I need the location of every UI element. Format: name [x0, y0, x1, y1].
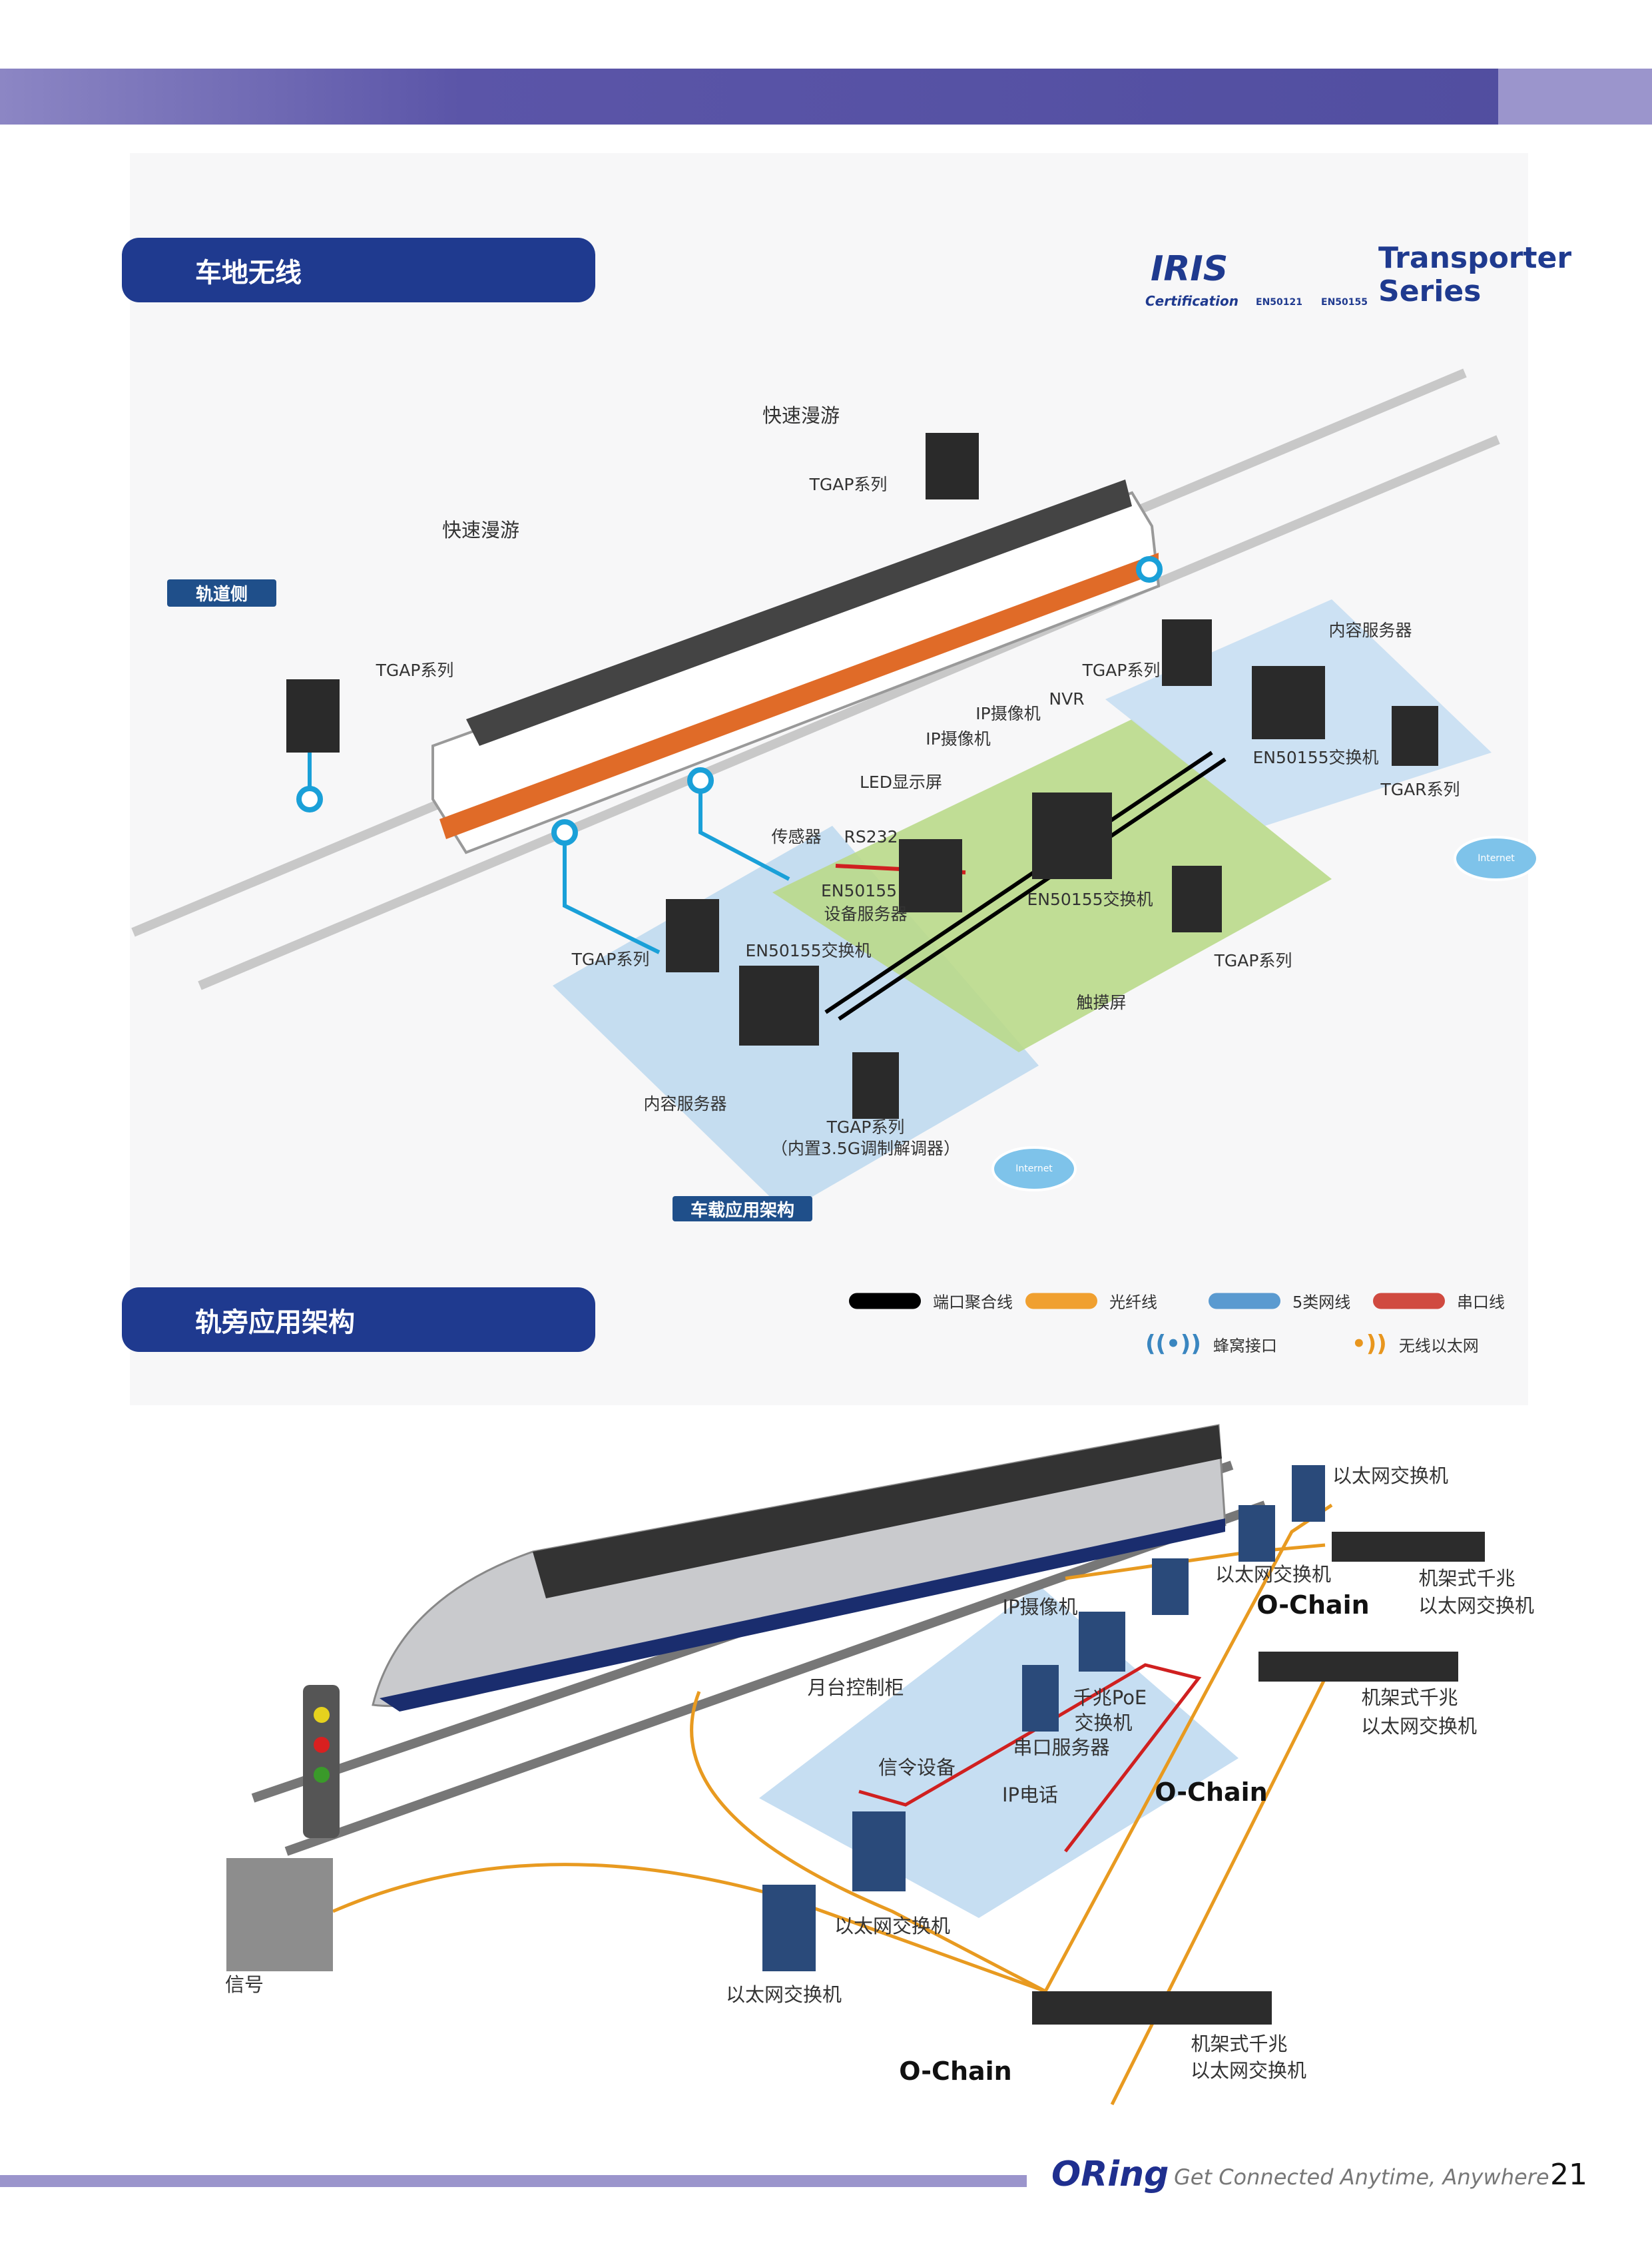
tram: [431, 480, 1161, 854]
label-roaming: 快速漫游: [441, 519, 520, 542]
onboard-badge: 车载应用架构: [673, 1196, 812, 1221]
wifi-icon: •)): [1352, 1331, 1387, 1357]
label-poe-switch: 交换机: [1074, 1712, 1133, 1735]
label-nvr: NVR: [1049, 689, 1085, 709]
legend-swatch: [1025, 1293, 1097, 1309]
label-en50155-switch: EN50155交换机: [1027, 889, 1153, 909]
label-ethernet-switch: 以太网交换机: [834, 1915, 951, 1938]
label-ip-camera: IP摄像机: [926, 729, 991, 749]
label-sensor: 传感器: [771, 826, 822, 846]
label-tgap: TGAP系列: [809, 474, 888, 494]
label-rack-switch: 机架式千兆: [1191, 2033, 1288, 2056]
label-en50155-switch: EN50155交换机: [745, 940, 872, 960]
label-rack-switch: 以太网交换机: [1418, 1594, 1535, 1618]
label-ethernet-switch: 以太网交换机: [1215, 1563, 1332, 1586]
rack-switches: [1032, 1532, 1485, 2025]
ethernet-switches: [762, 1465, 1325, 1971]
header-bar: [0, 69, 1533, 125]
label-tgap: TGAP系列: [1214, 950, 1292, 970]
footer-bar: [0, 2175, 1027, 2187]
footer-tagline: Get Connected Anytime, Anywhere: [1174, 2164, 1549, 2190]
internet-clouds: [991, 836, 1539, 1191]
signal-post: [226, 1685, 340, 1971]
label-touchscreen: 触摸屏: [1076, 992, 1127, 1012]
label-roaming: 快速漫游: [762, 404, 840, 428]
label-rack-switch: 以太网交换机: [1190, 2059, 1307, 2083]
section-title-wireless: 车地无线: [122, 238, 595, 302]
label-o-chain: O-Chain: [1256, 1590, 1370, 1620]
label-ip-phone: IP电话: [1001, 1783, 1059, 1807]
label-content-server: 内容服务器: [643, 1094, 727, 1114]
legend-swatch: [1209, 1293, 1280, 1309]
label-ip-camera: IP摄像机: [1002, 1596, 1078, 1619]
label-device-server: 设备服务器: [824, 904, 908, 924]
label-tgap: TGAP系列: [376, 660, 454, 680]
device-markers: [296, 556, 1163, 846]
legend-trunk: 端口聚合线: [849, 1289, 1013, 1313]
en50121-logo: EN50121: [1256, 297, 1302, 308]
certification-logos: IRIS Certification EN50121 EN50155 Trans…: [1144, 244, 1571, 312]
label-o-chain: O-Chain: [899, 2057, 1012, 2086]
legend-fiber: 光纤线: [1025, 1289, 1157, 1313]
high-speed-train: [372, 1424, 1227, 1712]
legend-swatch: [849, 1293, 921, 1309]
label-led-display: LED显示屏: [860, 772, 942, 792]
label-serial-server: 串口服务器: [1013, 1736, 1110, 1760]
label-ethernet-switch: 以太网交换机: [725, 1983, 842, 2007]
label-rack-switch: 机架式千兆: [1418, 1567, 1515, 1590]
trackside-badge: 轨道侧: [167, 579, 276, 607]
label-content-server: 内容服务器: [1328, 620, 1412, 640]
legend-cat5: 5类网线: [1209, 1289, 1350, 1313]
label-tgar: TGAR系列: [1380, 779, 1460, 799]
label-rack-switch: 机架式千兆: [1361, 1686, 1458, 1710]
label-signal: 信号: [224, 1973, 264, 1997]
en50155-logo: EN50155: [1321, 297, 1368, 308]
label-tgap: TGAP系列: [826, 1117, 905, 1137]
page-number: 21: [1550, 2158, 1587, 2192]
iris-cert: Certification: [1145, 293, 1239, 309]
legend-serial: 串口线: [1373, 1289, 1505, 1313]
internet-cloud-label: Internet: [1015, 1163, 1053, 1174]
label-ethernet-switch: 以太网交换机: [1332, 1464, 1449, 1488]
brand-transporter: Transporter: [1378, 241, 1572, 275]
iris-logo: IRIS: [1151, 249, 1229, 289]
fiber-lines: [332, 1503, 1333, 2106]
switch-devices: [286, 433, 1438, 1119]
label-rack-switch: 以太网交换机: [1360, 1715, 1478, 1738]
label-signal-device: 信令设备: [878, 1756, 956, 1779]
label-en50155-switch: EN50155交换机: [1252, 747, 1379, 767]
label-rs232: RS232: [844, 826, 898, 846]
section-title-trackside: 轨旁应用架构: [122, 1287, 595, 1352]
label-poe-switch: 千兆PoE: [1073, 1686, 1147, 1710]
legend-wifi: •))无线以太网: [1352, 1331, 1479, 1357]
label-tgap: TGAP系列: [571, 949, 650, 969]
legend-cellular: ((•))蜂窝接口: [1145, 1331, 1277, 1357]
cellular-icon: ((•)): [1145, 1331, 1201, 1357]
brand-series: Series: [1378, 274, 1482, 308]
label-device-server: EN50155: [820, 880, 898, 900]
serial-line: [858, 1663, 1202, 1853]
internet-cloud-label: Internet: [1478, 852, 1515, 864]
label-o-chain: O-Chain: [1155, 1777, 1268, 1807]
label-platform-cabinet: 月台控制柜: [807, 1676, 904, 1700]
header-bar-extension: [1498, 69, 1652, 125]
label-tgap: TGAP系列: [1082, 660, 1161, 680]
label-modem: （内置3.5G调制解调器）: [770, 1138, 961, 1158]
oring-logo: ORing: [1051, 2154, 1169, 2194]
legend-swatch: [1373, 1293, 1445, 1309]
label-ip-camera: IP摄像机: [975, 703, 1041, 723]
